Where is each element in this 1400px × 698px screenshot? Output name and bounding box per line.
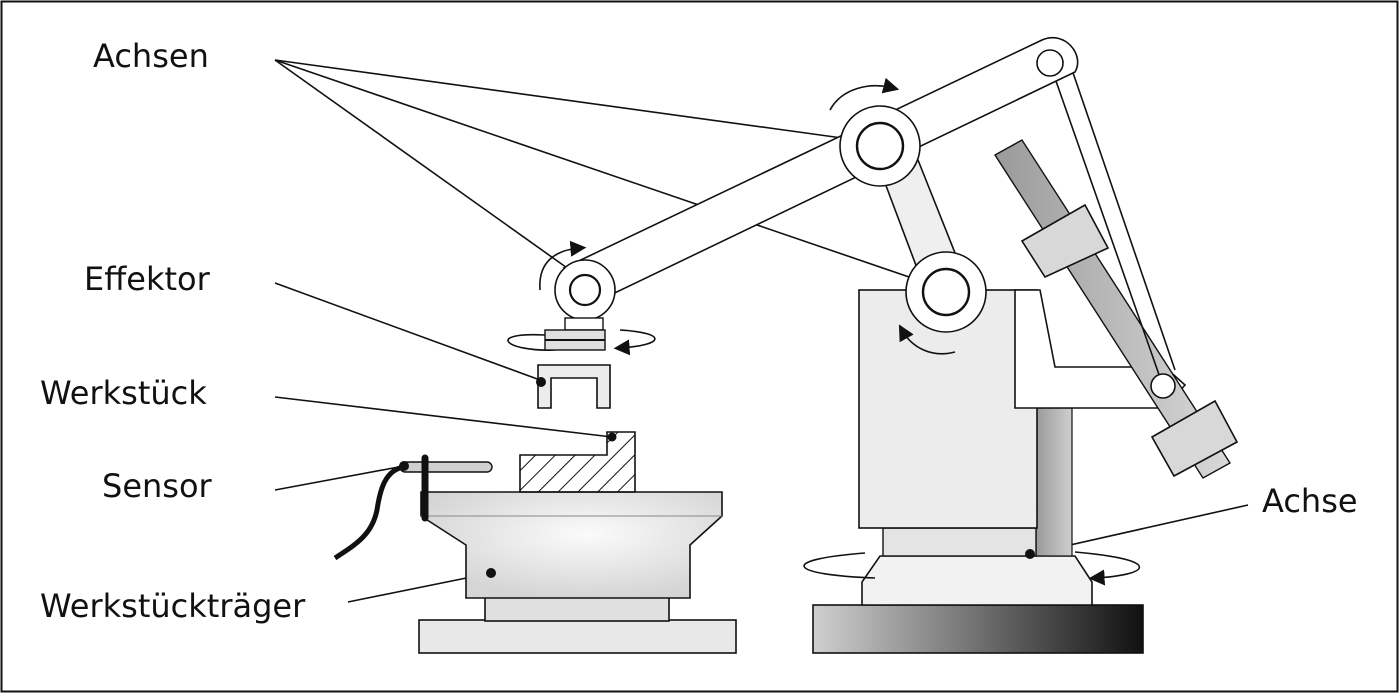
- workpiece: [519, 431, 636, 493]
- label-achsen: Achsen: [93, 37, 209, 75]
- effector-rotation-arc-left: [507, 333, 556, 351]
- leader-achsen-shoulder: [274, 59, 843, 139]
- leader-sensor: [274, 465, 405, 491]
- gripper-dot: [536, 377, 546, 387]
- counterweight-block-upper: [1020, 203, 1110, 279]
- parallel-bar-2: [1069, 63, 1176, 371]
- base-rotation-arc-right: [1074, 551, 1141, 586]
- wrist-joint: [539, 240, 616, 321]
- label-werkstuecktraeger: Werkstückträger: [40, 587, 306, 625]
- base-axis-dot: [1025, 549, 1035, 559]
- robot-foot: [812, 604, 1144, 654]
- counterweight-block-lower: [1150, 399, 1239, 478]
- sensor-dot: [399, 461, 409, 471]
- workpiece-body: [519, 431, 636, 493]
- elbow-inner: [921, 267, 971, 317]
- top-link-joint: [1036, 49, 1064, 77]
- workpiece-carrier: [418, 491, 737, 654]
- sensor-cable: [333, 464, 405, 561]
- leader-lines: [274, 59, 1249, 603]
- leader-werkstueck: [274, 396, 613, 438]
- carrier-neck: [484, 596, 670, 622]
- lower-link-joint: [1150, 373, 1176, 399]
- shoulder-inner: [855, 121, 905, 171]
- label-werkstueck: Werkstück: [40, 374, 207, 412]
- effector: [507, 317, 656, 409]
- sensor-rod: [399, 461, 493, 473]
- carrier-body: [420, 491, 723, 599]
- carrier-base-plate: [418, 619, 737, 654]
- workpiece-dot: [607, 432, 617, 442]
- base-rotation-arc-left: [803, 552, 876, 579]
- wrist-inner: [568, 273, 602, 307]
- leader-achsen-elbow: [274, 59, 913, 279]
- upper-arm: [562, 37, 1079, 301]
- labels: Achsen Effektor Werkstück Sensor Werkstü…: [40, 37, 1358, 625]
- column-neck: [882, 527, 1037, 557]
- robot-base: [803, 551, 1144, 654]
- shoulder-rotation-arrow: [829, 77, 900, 111]
- gripper: [537, 364, 611, 409]
- leader-effektor: [274, 282, 541, 381]
- elbow-rotation-arrow: [898, 324, 956, 355]
- sensor: [333, 454, 493, 561]
- label-effektor: Effektor: [84, 260, 211, 298]
- wrist-rotation-arrow: [539, 240, 587, 291]
- elbow-joint: [898, 251, 987, 355]
- leader-achsen-wrist: [274, 59, 571, 271]
- column-shadow: [1035, 407, 1073, 557]
- label-sensor: Sensor: [102, 467, 213, 505]
- carrier-dot: [486, 568, 496, 578]
- parallel-bar-1: [1049, 63, 1164, 387]
- robot-turntable: [861, 555, 1093, 606]
- effector-rotation-arc-right: [613, 329, 656, 356]
- label-achse: Achse: [1262, 482, 1358, 520]
- shoulder-joint: [829, 77, 921, 187]
- effector-neck: [564, 317, 604, 331]
